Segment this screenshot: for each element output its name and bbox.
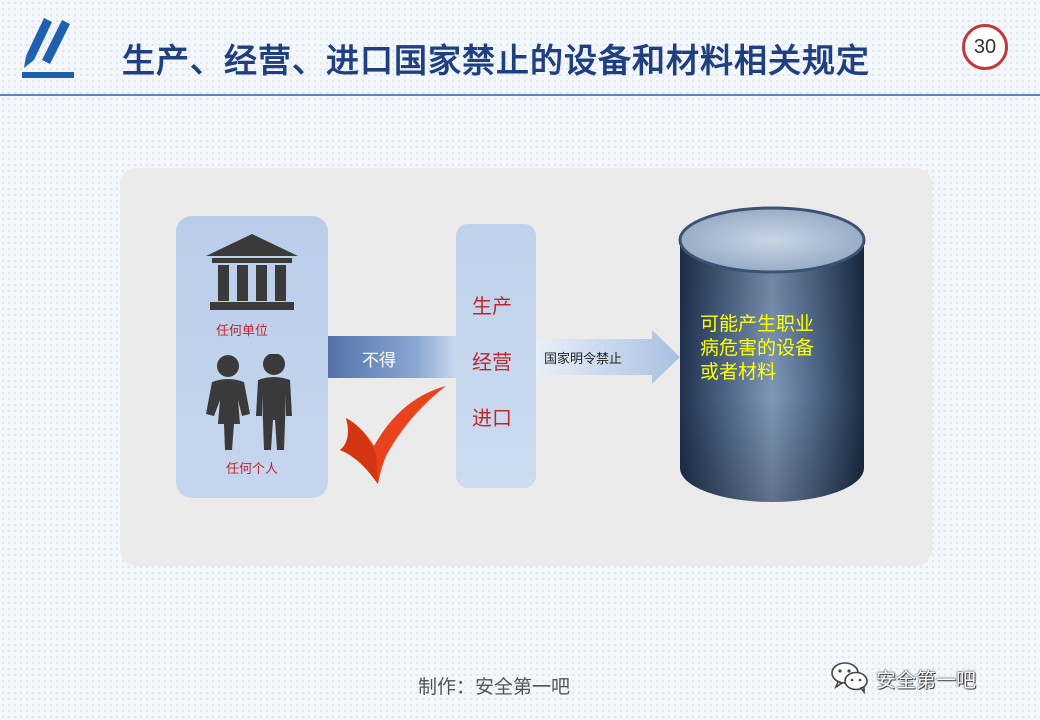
slide-title: 生产、经营、进口国家禁止的设备和材料相关规定 bbox=[122, 41, 870, 80]
footer-credit: 制作：安全第一吧 bbox=[418, 676, 571, 698]
ban-arrow-icon bbox=[536, 330, 680, 384]
target-line-2: 病危害的设备 bbox=[700, 337, 815, 359]
prohibit-label: 不得 bbox=[362, 351, 396, 371]
target-cylinder bbox=[678, 206, 866, 502]
action-import: 进口 bbox=[472, 406, 512, 430]
target-line-1: 可能产生职业 bbox=[700, 313, 815, 335]
actions-box bbox=[456, 224, 536, 488]
pencil-icon bbox=[22, 18, 74, 78]
bank-building-icon bbox=[206, 234, 298, 310]
target-line-3: 或者材料 bbox=[700, 361, 777, 383]
action-produce: 生产 bbox=[472, 294, 512, 318]
any-person-label: 任何个人 bbox=[226, 462, 279, 477]
page-number-badge: 30 bbox=[962, 24, 1008, 70]
red-cross-icon bbox=[340, 386, 446, 484]
prohibit-arrow-bar bbox=[328, 336, 456, 378]
watermark-text: 安全第一吧 bbox=[876, 668, 976, 692]
any-unit-label: 任何单位 bbox=[216, 324, 269, 339]
ban-label: 国家明令禁止 bbox=[544, 352, 623, 367]
header-divider bbox=[0, 94, 1040, 96]
slide-header: 生产、经营、进口国家禁止的设备和材料相关规定 30 bbox=[0, 0, 1040, 96]
action-operate: 经营 bbox=[472, 350, 512, 374]
wechat-icon bbox=[831, 662, 868, 694]
target-text: 可能产生职业 病危害的设备 或者材料 bbox=[700, 312, 850, 384]
people-icon bbox=[206, 354, 292, 450]
